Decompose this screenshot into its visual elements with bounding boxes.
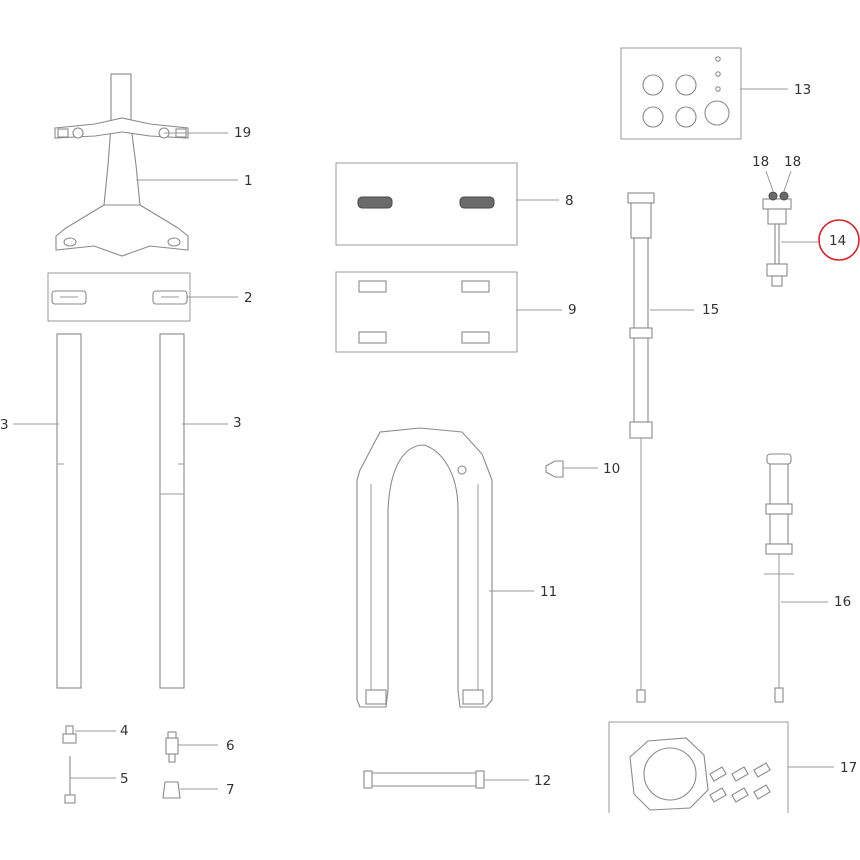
callout-17[interactable]: 17	[840, 760, 857, 776]
callout-19[interactable]: 19	[234, 125, 251, 141]
part-14-damper[interactable]	[762, 198, 792, 287]
callout-16[interactable]: 16	[834, 594, 851, 610]
callout-13[interactable]: 13	[794, 82, 811, 98]
part-4-valve[interactable]	[62, 725, 77, 744]
callout-11[interactable]: 11	[540, 584, 557, 600]
part-2-bushing-box[interactable]	[47, 272, 191, 322]
callout-7[interactable]: 7	[226, 782, 235, 798]
part-10-plug[interactable]	[545, 460, 564, 478]
callout-12[interactable]: 12	[534, 773, 551, 789]
part-17-hardware-kit[interactable]	[608, 721, 789, 813]
part-13-seal-kit[interactable]	[620, 47, 742, 140]
callout-9[interactable]: 9	[568, 302, 577, 318]
leader-lines	[13, 88, 834, 790]
callout-1[interactable]: 1	[244, 173, 253, 189]
part-12-axle[interactable]	[363, 770, 485, 789]
callout-14[interactable]: 14	[829, 233, 846, 249]
part-15-damper-cartridge[interactable]	[627, 192, 655, 703]
callout-18-right[interactable]: 18	[784, 154, 801, 170]
part-5-rod[interactable]	[64, 756, 76, 804]
part-8-pad-box[interactable]	[335, 162, 518, 246]
part-9-pad-box[interactable]	[335, 271, 518, 353]
callout-15[interactable]: 15	[702, 302, 719, 318]
part-11-lower-leg[interactable]	[356, 427, 493, 708]
callout-10[interactable]: 10	[603, 461, 620, 477]
callout-labels: 1 2 3 3 4 5 6 7 8 9 10 11 12 13 14 15 16…	[0, 82, 857, 798]
part-3-stanchion-left[interactable]	[56, 333, 82, 689]
callout-2[interactable]: 2	[244, 290, 253, 306]
callout-3-right[interactable]: 3	[233, 415, 242, 431]
callout-3-left[interactable]: 3	[0, 417, 9, 433]
callout-6[interactable]: 6	[226, 738, 235, 754]
part-7-cap[interactable]	[162, 781, 181, 799]
part-16-air-spring[interactable]	[764, 453, 794, 703]
part-6-valve[interactable]	[165, 731, 179, 763]
part-18-screws[interactable]	[768, 191, 789, 201]
callout-5[interactable]: 5	[120, 771, 129, 787]
callout-18-left[interactable]: 18	[752, 154, 769, 170]
callout-4[interactable]: 4	[120, 723, 129, 739]
callout-14-highlight-ring	[818, 219, 860, 261]
part-3-stanchion-right[interactable]	[159, 333, 185, 689]
callout-8[interactable]: 8	[565, 193, 574, 209]
part-1-crown-steerer[interactable]	[55, 73, 189, 257]
